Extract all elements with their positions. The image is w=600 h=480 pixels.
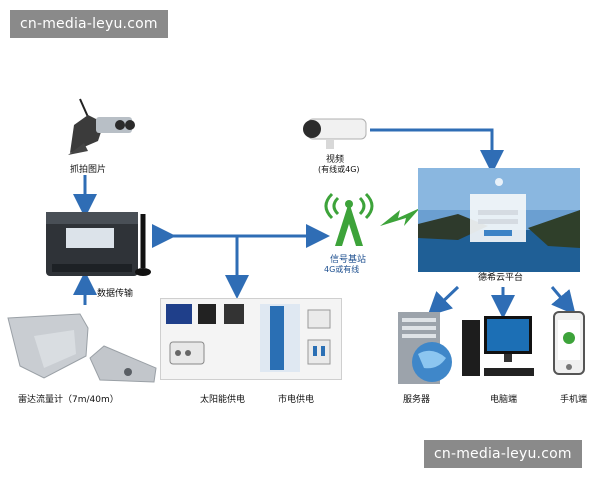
signal-tower-icon	[324, 192, 374, 246]
radar-flowmeter-icon	[7, 313, 157, 383]
video-camera-icon	[303, 118, 367, 149]
computer-label: 电脑端	[490, 395, 518, 405]
arrow-cloud-mobile	[550, 286, 576, 316]
watermark-bottom: cn-media-leyu.com	[424, 440, 582, 468]
capture-camera-icon	[68, 98, 135, 155]
mobile-label: 手机端	[560, 395, 588, 405]
video-label: 视频	[326, 155, 345, 165]
data-controller-icon	[46, 212, 151, 276]
arrow-cloud-server	[427, 285, 460, 317]
solar-power-label: 太阳能供电	[200, 395, 246, 405]
watermark-top: cn-media-leyu.com	[10, 10, 168, 38]
capture-camera-label: 抓拍图片	[70, 165, 107, 175]
solar-power-icon	[166, 304, 244, 365]
wireless-bolt	[380, 208, 420, 226]
signal-sub-label: 4G或有线	[324, 265, 360, 274]
cloud-platform-screen	[418, 168, 580, 272]
computer-icon	[462, 316, 534, 376]
arrow-video-cloud	[370, 128, 504, 174]
signal-station-label: 信号基站	[330, 255, 367, 265]
mains-power-icon	[260, 304, 331, 372]
data-transmission-label: 数据传输	[97, 289, 134, 299]
cloud-platform-label: 德希云平台	[478, 273, 524, 283]
server-icon	[398, 312, 452, 384]
mains-power-label: 市电供电	[278, 395, 315, 405]
video-sub-label: (有线或4G)	[318, 165, 360, 174]
radar-flowmeter-label: 雷达流量计（7m/40m）	[18, 395, 119, 405]
mobile-phone-icon	[553, 311, 585, 375]
server-label: 服务器	[403, 395, 431, 405]
